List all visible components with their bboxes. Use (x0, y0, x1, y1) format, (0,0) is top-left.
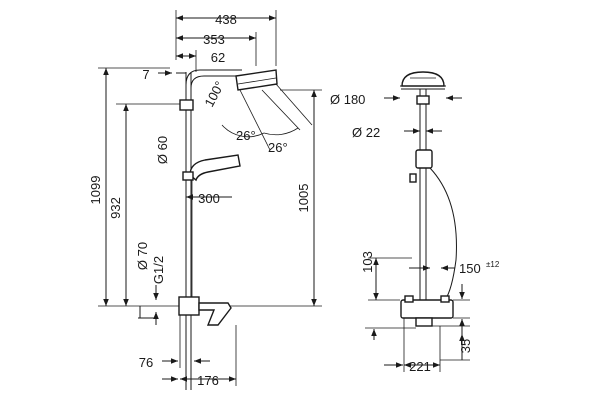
dim-76: 76 (139, 315, 210, 370)
side-view: 438 353 62 7 100° 26° 26° Ø 60 300 (88, 10, 322, 390)
angle-26-label-1: 26° (236, 128, 256, 143)
dim-176-label: 176 (197, 373, 219, 388)
dim-head-diameter: Ø 180 (330, 92, 462, 107)
dim-353: 353 (176, 32, 257, 66)
connection-markers (138, 285, 159, 325)
side-head-shower (235, 69, 278, 91)
dim-7: 7 (142, 67, 186, 82)
front-right-markers (453, 284, 470, 334)
side-hand-shower (182, 154, 241, 300)
dim-62-label: 62 (211, 50, 225, 65)
dim-300: 300 (186, 191, 232, 206)
thread-label: G1/2 (151, 256, 166, 284)
dim-221: 221 (384, 318, 441, 374)
dim-221-label: 221 (409, 359, 431, 374)
front-hand-shower (409, 149, 457, 301)
dim-1099-label: 1099 (88, 176, 103, 205)
dim-pipe-diameter: Ø 22 (352, 125, 442, 140)
side-riser-pipe (185, 72, 192, 390)
dim-1005-label: 1005 (296, 184, 311, 213)
dim-35-label: 35 (458, 339, 473, 353)
side-shower-arm (179, 69, 242, 111)
rail-diameter-label: Ø 60 (155, 136, 170, 164)
dim-103-label: 103 (360, 251, 375, 273)
dim-35: 35 (432, 325, 473, 361)
dim-438: 438 (175, 10, 277, 66)
dim-76-label: 76 (139, 355, 153, 370)
front-left-markers (365, 327, 416, 340)
dim-150-label: 150 (459, 261, 481, 276)
pipe-diameter-label: Ø 22 (352, 125, 380, 140)
front-thermostat-mixer (400, 295, 454, 327)
dim-103: 103 (360, 251, 412, 301)
front-riser-pipe (416, 89, 430, 300)
angle-construction-lines (221, 83, 313, 151)
dim-7-label: 7 (142, 67, 149, 82)
dim-353-label: 353 (203, 32, 225, 47)
dim-1005: 1005 (230, 89, 322, 307)
connection-diameter-label: Ø 70 (135, 242, 150, 270)
dim-150-tolerance: ±12 (486, 260, 500, 269)
dim-300-label: 300 (198, 191, 220, 206)
dim-438-label: 438 (215, 12, 237, 27)
front-head-shower (400, 71, 446, 90)
dim-62: 62 (176, 50, 225, 72)
dim-150: 150 ±12 (409, 260, 500, 276)
angle-26-label-2: 26° (268, 140, 288, 155)
side-thermostat-mixer (150, 296, 232, 326)
head-diameter-label: Ø 180 (330, 92, 365, 107)
dim-1099: 1099 (88, 67, 170, 307)
dim-176: 176 (162, 325, 237, 388)
dim-932: 932 (108, 103, 180, 306)
dim-932-label: 932 (108, 197, 123, 219)
front-view: Ø 180 Ø 22 103 150 ±12 (330, 71, 500, 374)
angle-100-label: 100° (201, 79, 227, 110)
